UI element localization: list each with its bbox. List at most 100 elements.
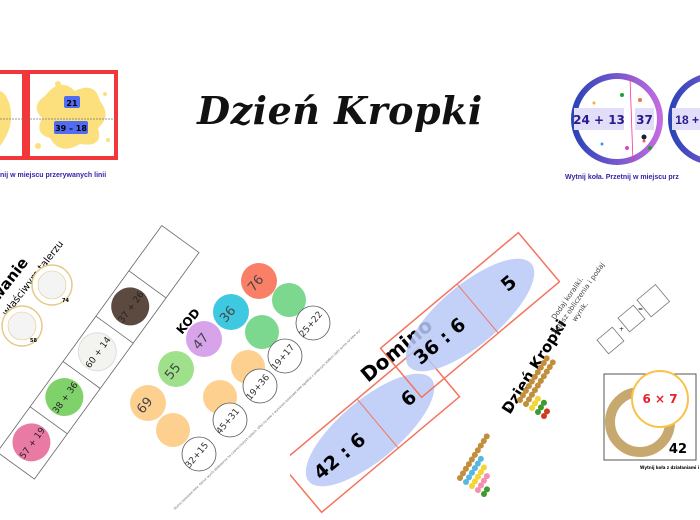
code-circle: 76 <box>241 263 277 299</box>
bead <box>537 364 544 371</box>
expression-text: 6 × 7 <box>642 392 677 406</box>
splash-caption: nij w miejscu przerywanych linii <box>0 172 107 179</box>
yellow-splash-icon <box>0 81 110 149</box>
bead <box>459 470 466 477</box>
expression-text: 39 – 18 <box>55 124 87 133</box>
bead <box>465 474 472 481</box>
bead <box>480 437 487 444</box>
plus-sign: + <box>619 326 624 333</box>
bead <box>481 491 487 497</box>
svg-text:58: 58 <box>30 338 37 344</box>
ice-cream-scoop: 38 + 36 <box>45 378 84 417</box>
code-circle: 36 <box>213 294 249 330</box>
answer-text: 37 <box>636 113 653 127</box>
bead <box>531 400 538 407</box>
bead <box>522 387 529 394</box>
domino-tile: 36 : 6 5 <box>379 231 560 399</box>
splash-cards: 21 39 – 18 <box>0 70 118 160</box>
bead <box>477 455 484 462</box>
bead <box>543 355 550 362</box>
beads-worksheet: Dzień Kropki × Dodaj koraliki. Zapisz ob… <box>457 261 671 497</box>
bead <box>474 460 481 467</box>
bead <box>480 464 487 471</box>
bead <box>468 456 475 463</box>
bead <box>475 487 481 493</box>
code-circle: 55 <box>158 351 194 387</box>
svg-text:Zapisz obliczenia i podaj: Zapisz obliczenia i podaj <box>551 261 607 336</box>
sum-circle: 32+15 <box>181 436 217 472</box>
scoop-strip: 57 + 19 38 + 36 60 + 14 37 + 26 <box>0 224 200 480</box>
bead <box>465 461 472 468</box>
bead <box>540 373 547 380</box>
bead <box>525 383 532 390</box>
bead <box>462 465 469 472</box>
bead <box>528 378 535 385</box>
plate: 58 <box>1 305 43 347</box>
bead <box>457 475 463 481</box>
answer-text: 42 <box>669 442 687 457</box>
expression-text-partial: 18 + <box>675 113 699 127</box>
ice-cream-scoop: 57 + 19 <box>12 423 51 462</box>
bead <box>543 368 550 375</box>
expression-box-partial <box>672 108 700 130</box>
ice-cream-worksheet: wanie właściwym talerzu 58 74 57 + 19 38… <box>0 224 200 480</box>
cut-line <box>629 76 634 163</box>
circle-cards: 24 + 13 37 18 + <box>571 73 700 165</box>
bead <box>480 477 487 484</box>
bead <box>471 451 478 458</box>
expression-badge <box>54 121 88 134</box>
bead-bars-icon <box>457 355 556 497</box>
bead <box>534 369 541 376</box>
ice-cream-scoop: 37 + 26 <box>111 287 150 326</box>
bead <box>540 399 547 406</box>
answer-boxes[interactable] <box>596 284 671 355</box>
bead <box>525 396 532 403</box>
sum-circle: 45+31 <box>212 402 248 438</box>
bead <box>468 469 475 476</box>
ring-card: 6 × 7 42 Wytnij koła z działaniami i <box>603 370 700 470</box>
bead <box>477 482 484 489</box>
svg-text:74: 74 <box>62 298 69 304</box>
bead <box>528 391 535 398</box>
bead <box>483 433 490 440</box>
answer-box <box>635 108 654 130</box>
bead <box>543 408 550 415</box>
equals-sign: = <box>638 306 643 313</box>
bead <box>534 395 541 402</box>
bead <box>477 469 484 476</box>
code-circle: 69 <box>130 385 166 421</box>
bead <box>529 405 535 411</box>
sum-circle: 25+22 <box>295 305 331 341</box>
bead <box>537 404 544 411</box>
bead <box>474 473 481 480</box>
domino-worksheet: Domino 42 : 6 6 36 : 6 5 <box>290 231 560 514</box>
sum-circle: 19+17 <box>267 338 303 374</box>
expression-box <box>574 108 624 130</box>
plate: 74 <box>31 264 73 306</box>
bead <box>531 387 538 394</box>
bead <box>483 473 490 480</box>
bead <box>463 479 469 485</box>
ring-caption: Wytnij koła z działaniami i <box>640 465 700 470</box>
bead <box>517 397 523 403</box>
expression-circle <box>631 370 689 428</box>
answer-text: 21 <box>66 99 78 108</box>
bead <box>534 382 541 389</box>
circles-caption: Wytnij koła. Przetnij w miejscu prz <box>565 174 679 181</box>
bead <box>546 363 553 370</box>
bead <box>519 392 526 399</box>
code-circle: 47 <box>186 321 222 357</box>
multiply-sign: × <box>507 405 514 414</box>
bead <box>523 401 529 407</box>
bead <box>540 359 547 366</box>
bead <box>531 373 538 380</box>
bead <box>537 377 544 384</box>
sum-circle: 19+36 <box>242 368 278 404</box>
beads-instructions: Dodaj koraliki. Zapisz obliczenia i poda… <box>550 261 607 336</box>
page-title: Dzień Kropki <box>197 88 483 133</box>
bead <box>471 478 478 485</box>
answer-badge <box>64 96 80 108</box>
expression-text: 24 + 13 <box>573 113 625 127</box>
bead <box>474 447 481 454</box>
ice-cream-scoop: 60 + 14 <box>77 332 117 372</box>
